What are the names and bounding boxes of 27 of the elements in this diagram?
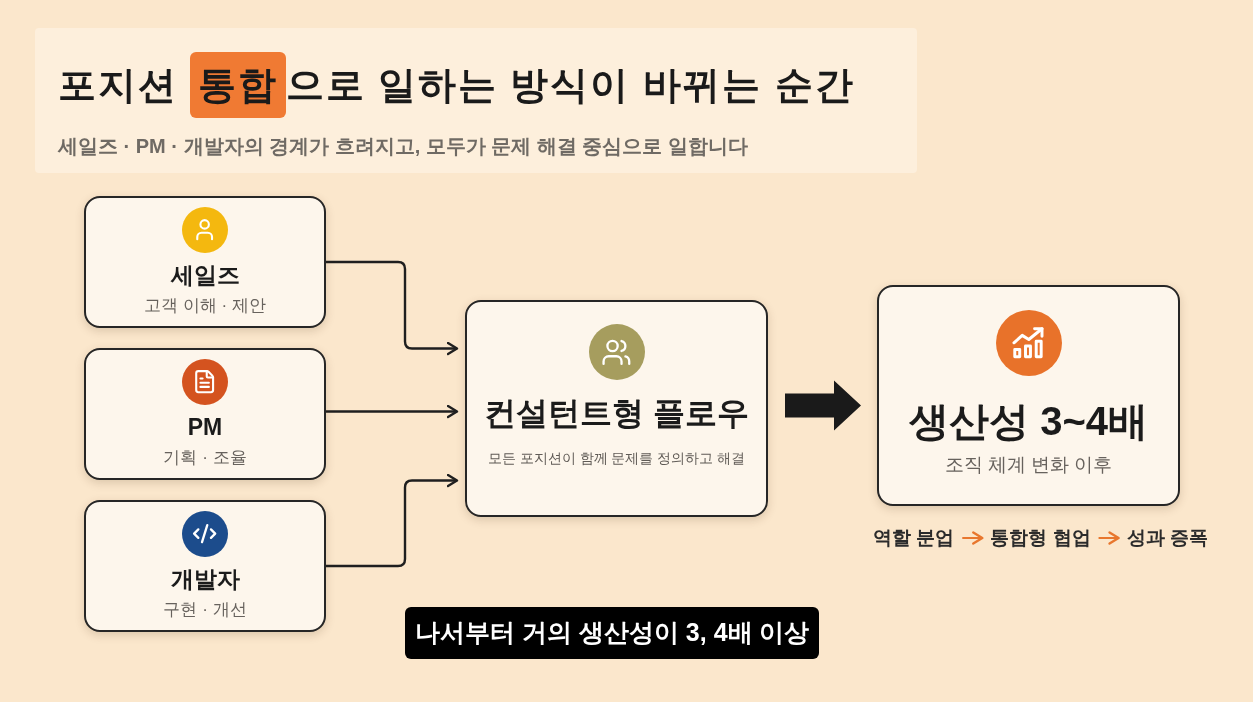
video-subtitle: 나서부터 거의 생산성이 3, 4배 이상 <box>405 607 820 659</box>
result-description: 조직 체계 변화 이후 <box>944 453 1113 477</box>
role-description: 기획 · 조율 <box>163 447 247 469</box>
role-card <box>84 196 326 328</box>
arrow <box>1097 531 1120 545</box>
role-card <box>84 348 326 480</box>
subtitle: 세일즈 · PM · 개발자의 경계가 흐려지고, 모두가 문제 해결 중심으로 일합니다 <box>58 134 748 159</box>
role-title: 개발자 <box>170 565 240 593</box>
arrow <box>326 473 459 568</box>
flow-step-label: 통합형 협업 <box>990 525 1091 551</box>
role-title: 세일즈 <box>170 261 240 289</box>
result-title: 생산성 3~4배 <box>909 398 1148 444</box>
role-card <box>84 500 326 632</box>
arrow <box>326 404 459 419</box>
flow-step-label: 성과 증폭 <box>1126 525 1208 551</box>
arrow <box>326 260 459 356</box>
arrow <box>961 531 984 545</box>
flow-step-label: 역할 분업 <box>873 525 955 551</box>
role-title: PM <box>187 413 223 441</box>
title: 포지션 통합으로 일하는 방식이 바뀌는 순간 <box>58 52 855 118</box>
block-arrow <box>785 380 861 431</box>
result-card <box>877 285 1180 506</box>
role-description: 구현 · 개선 <box>163 599 247 621</box>
flow-description: 모든 포지션이 함께 문제를 정의하고 해결 <box>487 449 746 468</box>
process-card <box>465 300 768 517</box>
role-description: 고객 이해 · 제안 <box>144 295 266 317</box>
flow-title: 컨설턴트형 플로우 <box>484 394 749 432</box>
